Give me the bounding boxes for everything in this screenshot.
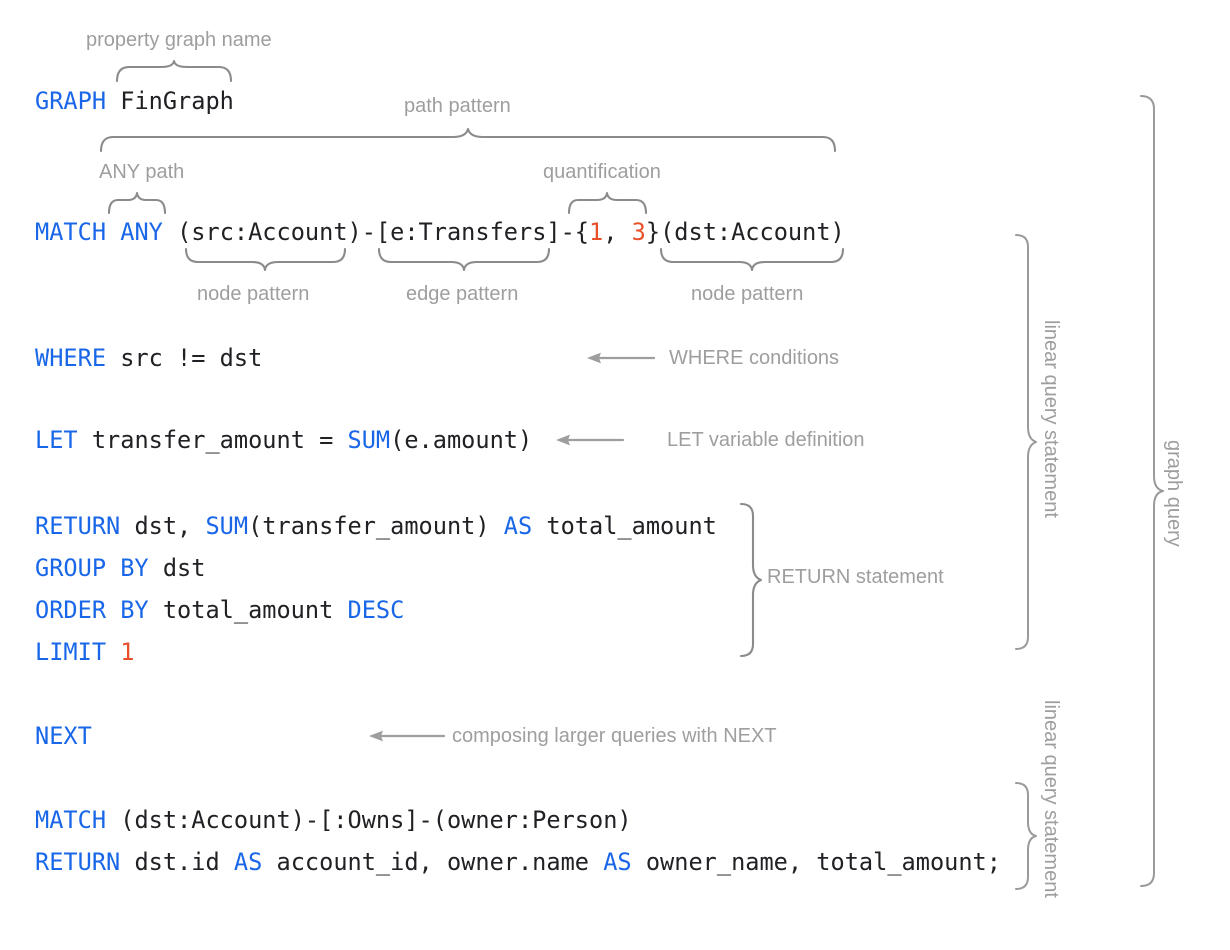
code-text <box>106 218 120 246</box>
annotation-graph-query: graph query <box>1163 440 1185 547</box>
code-keyword: ANY <box>120 218 163 246</box>
brace-linear-query-statement-2 <box>1013 782 1037 890</box>
code-line-match-owns: MATCH (dst:Account)-[:Owns]-(owner:Perso… <box>35 806 632 834</box>
code-text <box>106 638 120 666</box>
arrow-where-conditions <box>586 350 656 366</box>
code-text: dst, <box>120 512 206 540</box>
code-text: total_amount <box>532 512 717 540</box>
brace-any-path <box>107 191 167 215</box>
code-line-group-by: GROUP BY dst <box>35 554 205 582</box>
code-text: (dst:Account)-[:Owns]-(owner:Person) <box>106 806 632 834</box>
code-keyword: WHERE <box>35 344 107 372</box>
annotation-linear-query-statement-2: linear query statement <box>1040 700 1062 898</box>
code-line-return: RETURN dst, SUM(transfer_amount) AS tota… <box>35 512 717 540</box>
brace-node-pattern-left <box>184 247 347 272</box>
code-keyword: SUM <box>205 512 249 540</box>
brace-path-pattern <box>99 127 837 153</box>
code-keyword: SUM <box>347 426 391 454</box>
code-literal: 1 <box>120 638 135 666</box>
code-keyword: LET <box>35 426 78 454</box>
code-line-where: WHERE src != dst <box>35 344 262 372</box>
brace-node-pattern-right <box>659 247 846 272</box>
code-keyword: RETURN <box>35 512 121 540</box>
code-keyword: MATCH <box>35 806 107 834</box>
code-text: (src:Account)-[e:Transfers]-{ <box>162 218 590 246</box>
arrow-next-composing <box>368 728 446 744</box>
code-keyword: LIMIT <box>35 638 107 666</box>
code-text: (e.amount) <box>390 426 533 454</box>
annotation-edge-pattern: edge pattern <box>406 283 519 305</box>
brace-return-statement <box>738 502 763 658</box>
code-line-graph: GRAPH FinGraph <box>35 87 234 115</box>
annotation-let-variable-definition: LET variable definition <box>667 429 865 451</box>
code-keyword: AS <box>233 848 263 876</box>
code-literal: 1 <box>589 218 604 246</box>
code-line-limit: LIMIT 1 <box>35 638 134 666</box>
brace-quantification <box>567 191 648 215</box>
code-text: (transfer_amount) <box>248 512 504 540</box>
code-keyword: GROUP BY <box>35 554 149 582</box>
code-keyword: DESC <box>347 596 405 624</box>
code-line-return-final: RETURN dst.id AS account_id, owner.name … <box>35 848 1001 876</box>
code-keyword: NEXT <box>35 722 92 750</box>
code-keyword: GRAPH <box>35 87 107 115</box>
code-keyword: AS <box>603 848 632 876</box>
arrow-let-variable-definition <box>555 432 625 448</box>
code-keyword: ORDER BY <box>35 596 149 624</box>
brace-graph-query <box>1138 95 1164 887</box>
code-text: }(dst:Account) <box>645 218 845 246</box>
code-text: account_id, owner.name <box>262 848 604 876</box>
annotation-where-conditions: WHERE conditions <box>669 347 840 369</box>
code-text: dst.id <box>120 848 234 876</box>
annotation-quantification: quantification <box>543 161 661 183</box>
brace-linear-query-statement-1 <box>1013 234 1037 650</box>
code-text: , <box>603 218 632 246</box>
annotation-next-composing: composing larger queries with NEXT <box>452 725 777 747</box>
annotation-return-statement: RETURN statement <box>767 566 944 588</box>
code-text: FinGraph <box>106 87 234 115</box>
brace-property-graph-name <box>115 59 233 83</box>
code-text: owner_name, total_amount; <box>631 848 1001 876</box>
annotation-property-graph-name: property graph name <box>86 29 272 51</box>
code-text: total_amount <box>148 596 348 624</box>
brace-edge-pattern <box>377 247 552 272</box>
annotation-any-path: ANY path <box>99 161 185 183</box>
code-keyword: MATCH <box>35 218 107 246</box>
code-literal: 3 <box>631 218 646 246</box>
code-text: transfer_amount = <box>77 426 348 454</box>
annotation-node-pattern-right: node pattern <box>691 283 804 305</box>
code-keyword: RETURN <box>35 848 121 876</box>
code-line-match-any: MATCH ANY (src:Account)-[e:Transfers]-{1… <box>35 218 845 246</box>
code-text: dst <box>148 554 206 582</box>
code-line-next: NEXT <box>35 722 92 750</box>
annotation-path-pattern: path pattern <box>404 95 511 117</box>
annotation-linear-query-statement-1: linear query statement <box>1040 320 1062 518</box>
code-line-order-by: ORDER BY total_amount DESC <box>35 596 404 624</box>
code-keyword: AS <box>503 512 533 540</box>
code-text: src != dst <box>106 344 263 372</box>
annotation-node-pattern-left: node pattern <box>197 283 310 305</box>
code-line-let: LET transfer_amount = SUM(e.amount) <box>35 426 532 454</box>
